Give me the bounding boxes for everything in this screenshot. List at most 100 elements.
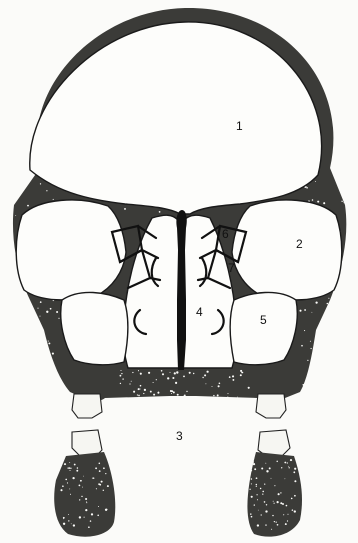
bone-speck xyxy=(342,283,343,284)
bone-speck xyxy=(52,353,54,355)
bone-speck xyxy=(333,362,335,364)
bone-speck xyxy=(328,298,329,299)
bone-speck xyxy=(260,488,261,489)
bone-speck xyxy=(186,391,187,392)
bone-speck xyxy=(121,373,122,374)
bone-speck xyxy=(290,459,292,461)
bone-speck xyxy=(98,506,99,507)
label-3: 3 xyxy=(176,429,183,443)
bone-speck xyxy=(144,389,146,391)
bone-speck xyxy=(120,375,122,377)
bone-speck xyxy=(96,488,97,489)
bone-speck xyxy=(169,372,170,373)
bone-speck xyxy=(240,374,242,376)
bone-speck xyxy=(339,342,341,344)
bone-speck xyxy=(50,370,51,371)
bone-speck xyxy=(46,190,47,191)
bone-speck xyxy=(213,395,214,396)
bone-speck xyxy=(37,308,38,309)
bone-speck xyxy=(340,320,342,322)
bone-speck xyxy=(276,461,277,462)
bone-speck xyxy=(261,467,263,469)
label-2: 2 xyxy=(296,237,303,251)
bone-speck xyxy=(27,205,29,207)
bone-speck xyxy=(280,492,281,493)
bone-speck xyxy=(34,381,35,382)
label-5: 5 xyxy=(260,313,267,327)
bone-speck xyxy=(264,501,266,503)
bone-speck xyxy=(256,494,257,495)
bone-speck xyxy=(50,388,51,389)
bone-speck xyxy=(161,370,163,372)
bone-speck xyxy=(177,394,179,396)
bone-speck xyxy=(40,345,42,347)
bone-speck xyxy=(64,463,66,465)
bone-speck xyxy=(105,473,106,474)
bone-speck xyxy=(289,467,290,468)
bone-speck xyxy=(212,386,213,387)
bone-speck xyxy=(283,514,284,515)
bone-speck xyxy=(150,391,152,393)
bone-speck xyxy=(15,377,17,379)
bone-speck xyxy=(120,370,121,371)
bone-speck xyxy=(324,327,325,328)
bone-speck xyxy=(159,211,161,213)
bone-speck xyxy=(327,303,329,305)
left-lower-tooth xyxy=(72,430,102,456)
bone-speck xyxy=(86,502,87,503)
bone-speck xyxy=(25,331,26,332)
bone-speck xyxy=(156,379,157,380)
right-mandible xyxy=(247,452,302,537)
bone-speck xyxy=(204,374,206,376)
bone-speck xyxy=(73,524,75,526)
bone-speck xyxy=(79,516,81,518)
bone-speck xyxy=(58,318,59,319)
bone-speck xyxy=(40,183,41,184)
bone-speck xyxy=(312,199,314,201)
bone-speck xyxy=(157,392,159,394)
bone-speck xyxy=(167,377,169,379)
bone-speck xyxy=(175,382,177,384)
bone-speck xyxy=(95,467,97,469)
bone-speck xyxy=(292,509,294,511)
bone-speck xyxy=(273,501,274,502)
nasal-septum xyxy=(176,210,186,370)
bone-speck xyxy=(339,313,340,314)
bone-speck xyxy=(131,381,132,382)
bone-speck xyxy=(48,341,49,342)
bone-speck xyxy=(37,387,38,388)
bone-speck xyxy=(217,394,219,396)
bone-speck xyxy=(67,467,68,468)
bone-speck xyxy=(237,397,238,398)
bone-speck xyxy=(14,341,16,343)
bone-speck xyxy=(103,490,104,491)
bone-speck xyxy=(99,463,101,465)
bone-speck xyxy=(276,522,277,523)
bone-speck xyxy=(281,467,282,468)
label-7: 7 xyxy=(228,261,235,275)
bone-speck xyxy=(13,359,15,361)
bone-speck xyxy=(138,388,140,390)
bone-speck xyxy=(173,391,175,393)
bone-speck xyxy=(294,495,296,497)
bone-speck xyxy=(31,329,33,331)
bone-speck xyxy=(338,283,339,284)
bone-speck xyxy=(341,201,342,202)
bone-speck xyxy=(233,376,234,377)
bone-speck xyxy=(47,361,48,362)
bone-speck xyxy=(56,311,58,313)
bone-speck xyxy=(29,310,30,311)
bone-speck xyxy=(120,383,121,384)
bone-speck xyxy=(294,468,296,470)
bone-speck xyxy=(301,345,303,347)
bone-speck xyxy=(60,489,62,491)
bone-speck xyxy=(277,524,279,526)
bone-speck xyxy=(324,371,325,372)
bone-speck xyxy=(34,343,35,344)
label-4: 4 xyxy=(196,305,203,319)
bone-speck xyxy=(282,503,284,505)
bone-speck xyxy=(70,468,71,469)
bone-speck xyxy=(143,393,144,394)
bone-speck xyxy=(72,477,74,479)
bone-speck xyxy=(338,311,340,313)
